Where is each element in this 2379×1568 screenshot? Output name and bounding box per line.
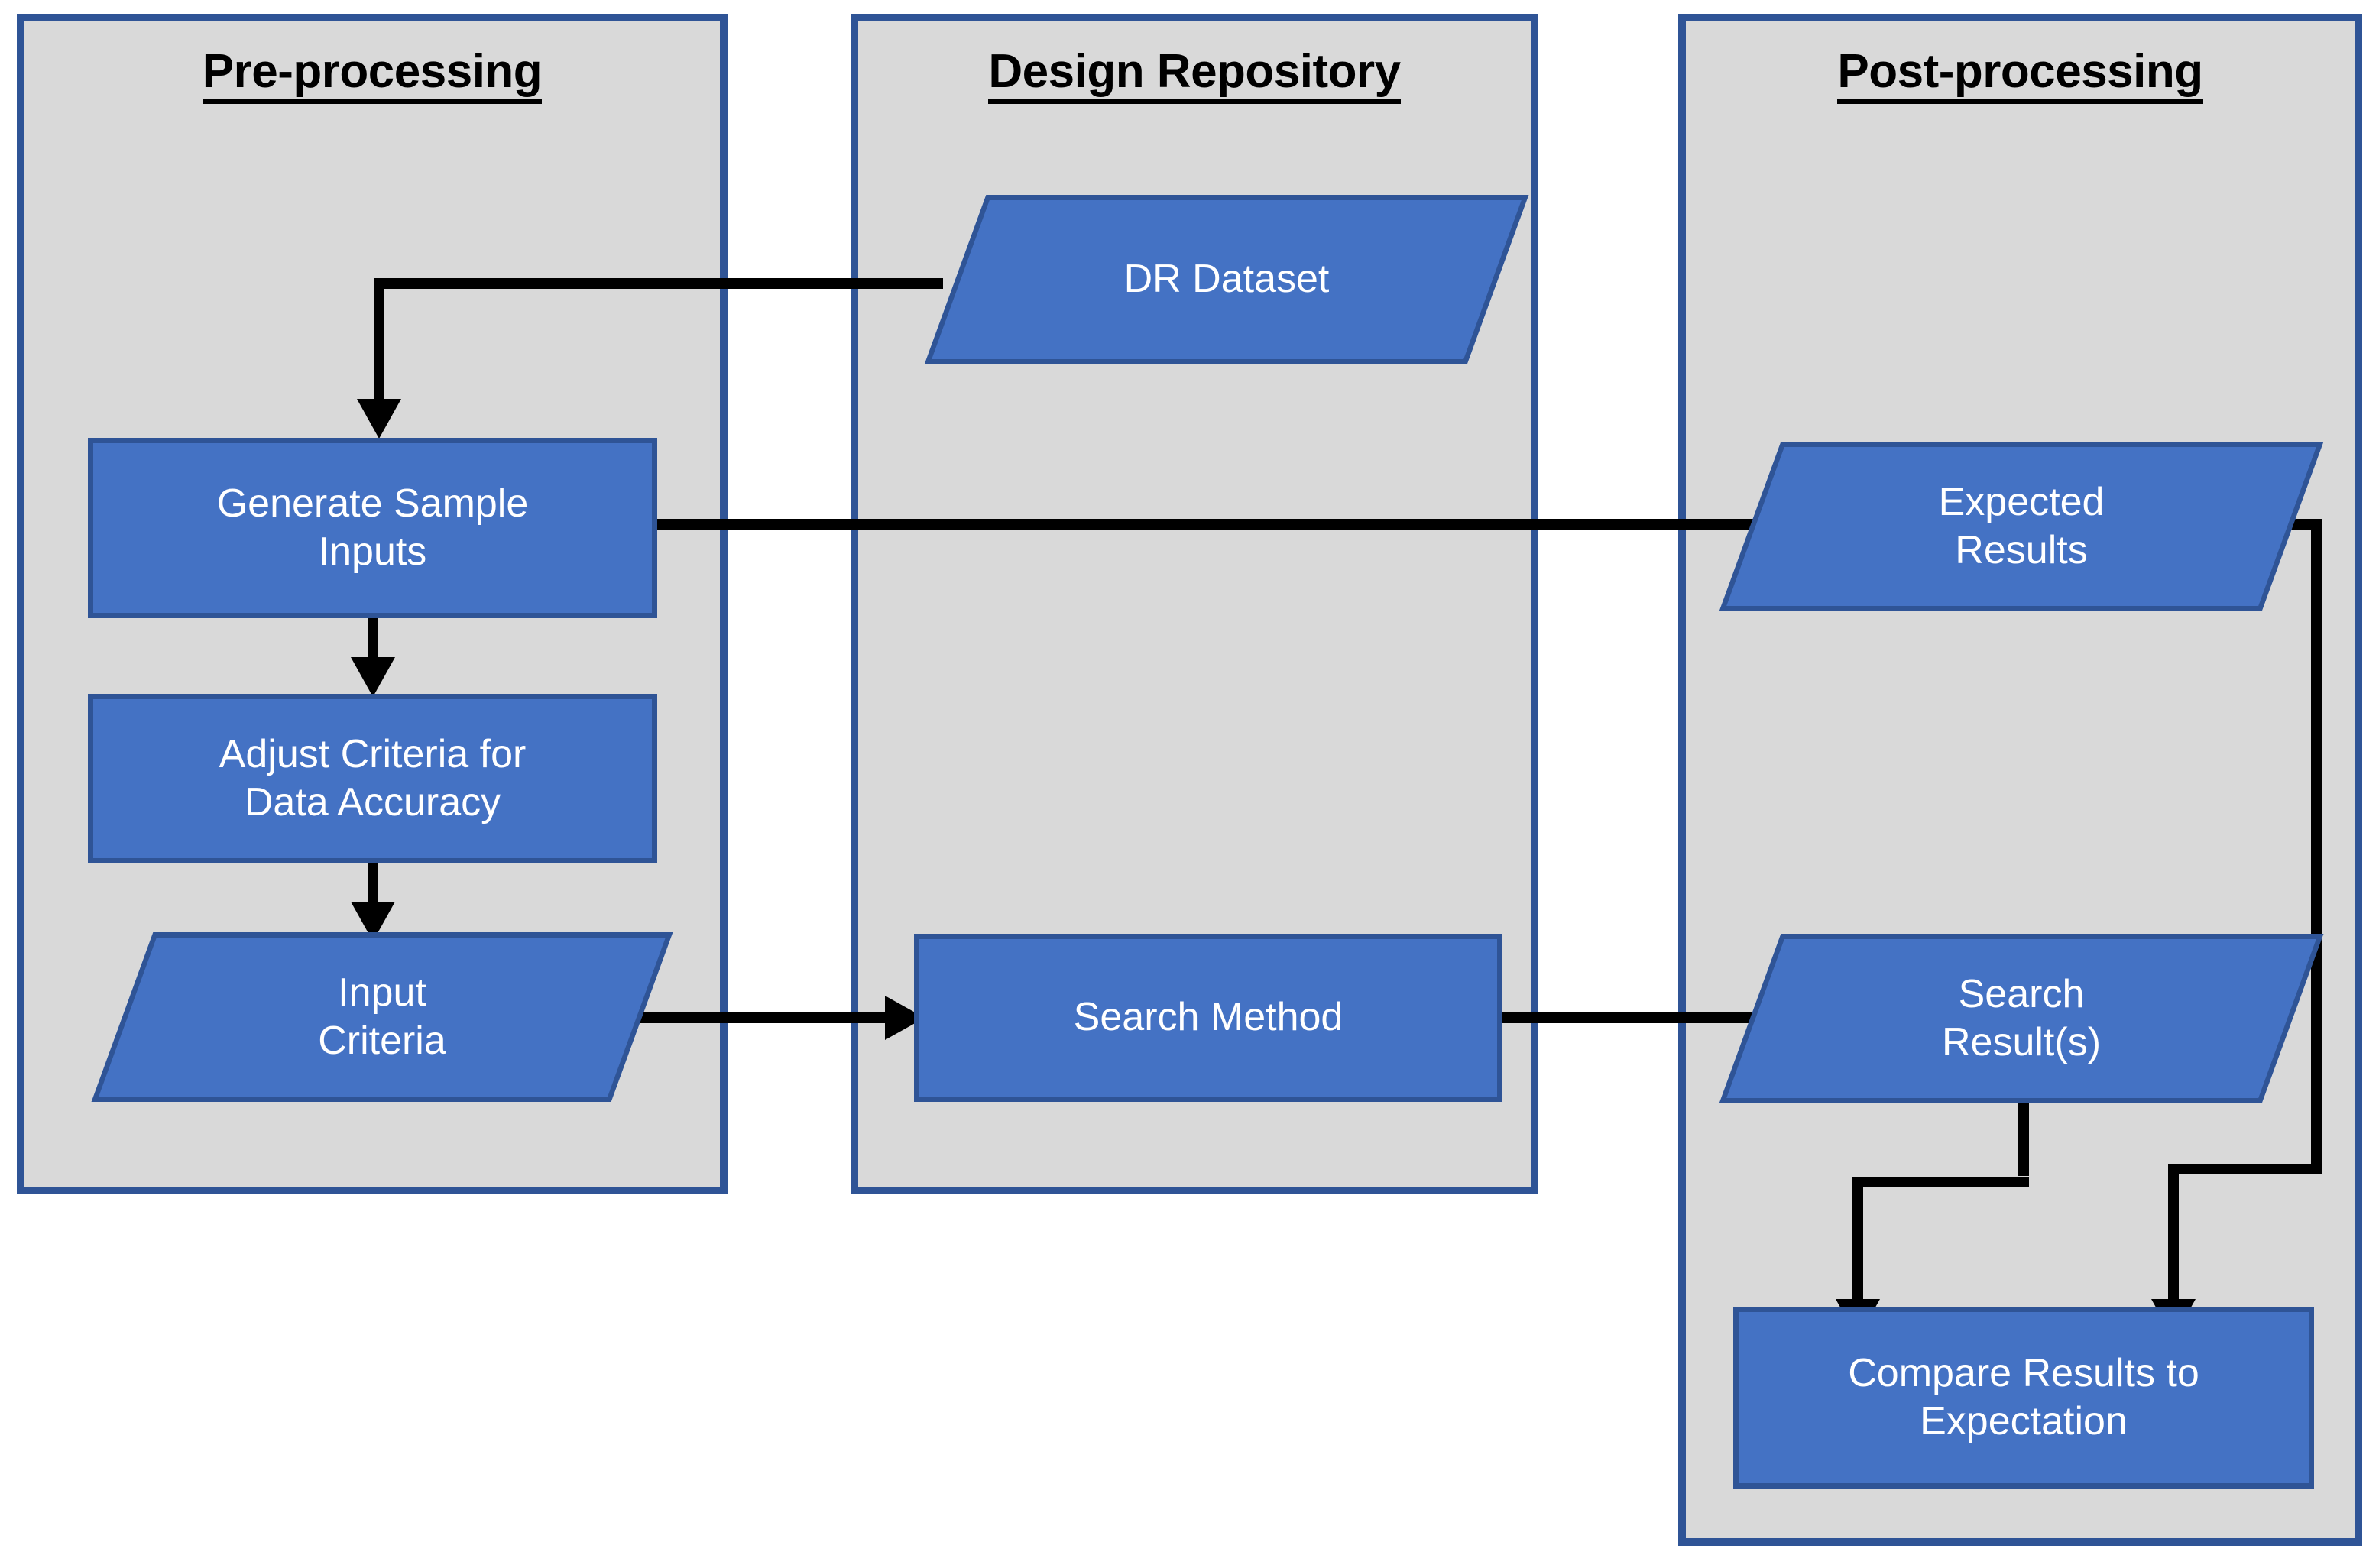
- edge-search-results-to-compare-jog-horizontal: [1852, 1177, 2029, 1187]
- panel-design-repository-title: Design Repository: [851, 44, 1538, 104]
- edge-expected-results-to-compare-jog-horizontal: [2168, 1164, 2322, 1174]
- panel-pre-processing-title: Pre-processing: [17, 44, 728, 104]
- edge-expected-results-to-compare-vertical-left: [2168, 1164, 2179, 1305]
- node-input-criteria-label: Input Criteria: [318, 970, 446, 1063]
- node-expected-results-label: Expected Results: [1938, 479, 2105, 572]
- edge-search-results-to-compare-vertical-top: [2018, 1103, 2029, 1176]
- panel-post-processing: [1678, 14, 2362, 1546]
- node-adjust-criteria-for-data-accuracy[interactable]: Adjust Criteria for Data Accuracy: [88, 694, 657, 863]
- edge-expected-results-to-compare-vertical-right: [2311, 519, 2322, 1174]
- node-dr-dataset-label: DR Dataset: [1123, 257, 1330, 302]
- panel-post-processing-title-text: Post-processing: [1837, 45, 2203, 104]
- edge-dr-dataset-to-generate-sample-vertical: [374, 278, 384, 404]
- node-search-method[interactable]: Search Method: [914, 934, 1502, 1102]
- node-compare-results-to-expectation[interactable]: Compare Results to Expectation: [1733, 1307, 2314, 1489]
- edge-generate-sample-to-expected-results-line: [657, 519, 1801, 530]
- edge-input-criteria-to-search-method-line: [611, 1012, 902, 1023]
- node-generate-sample-inputs-label: Generate Sample Inputs: [216, 481, 529, 574]
- node-dr-dataset[interactable]: DR Dataset: [924, 195, 1529, 364]
- node-generate-sample-inputs[interactable]: Generate Sample Inputs: [88, 438, 657, 618]
- panel-post-processing-title: Post-processing: [1678, 44, 2362, 104]
- panel-pre-processing-title-text: Pre-processing: [202, 45, 543, 104]
- node-expected-results[interactable]: Expected Results: [1719, 442, 2324, 611]
- node-input-criteria[interactable]: Input Criteria: [91, 932, 673, 1102]
- edge-dr-dataset-to-generate-sample-arrowhead: [357, 399, 401, 439]
- node-search-results[interactable]: Search Result(s): [1719, 934, 2324, 1103]
- edge-generate-sample-to-adjust-criteria-arrowhead: [351, 657, 395, 697]
- node-search-method-label: Search Method: [1073, 995, 1343, 1040]
- node-search-results-label: Search Result(s): [1941, 971, 2102, 1064]
- edge-search-results-to-compare-vertical-bottom: [1852, 1177, 1863, 1305]
- panel-design-repository-title-text: Design Repository: [988, 45, 1401, 104]
- edge-search-method-to-search-results-line: [1502, 1012, 1808, 1023]
- edge-dr-dataset-to-generate-sample-horizontal: [374, 278, 943, 289]
- node-compare-results-to-expectation-label: Compare Results to Expectation: [1848, 1350, 2199, 1443]
- node-adjust-criteria-for-data-accuracy-label: Adjust Criteria for Data Accuracy: [219, 731, 527, 824]
